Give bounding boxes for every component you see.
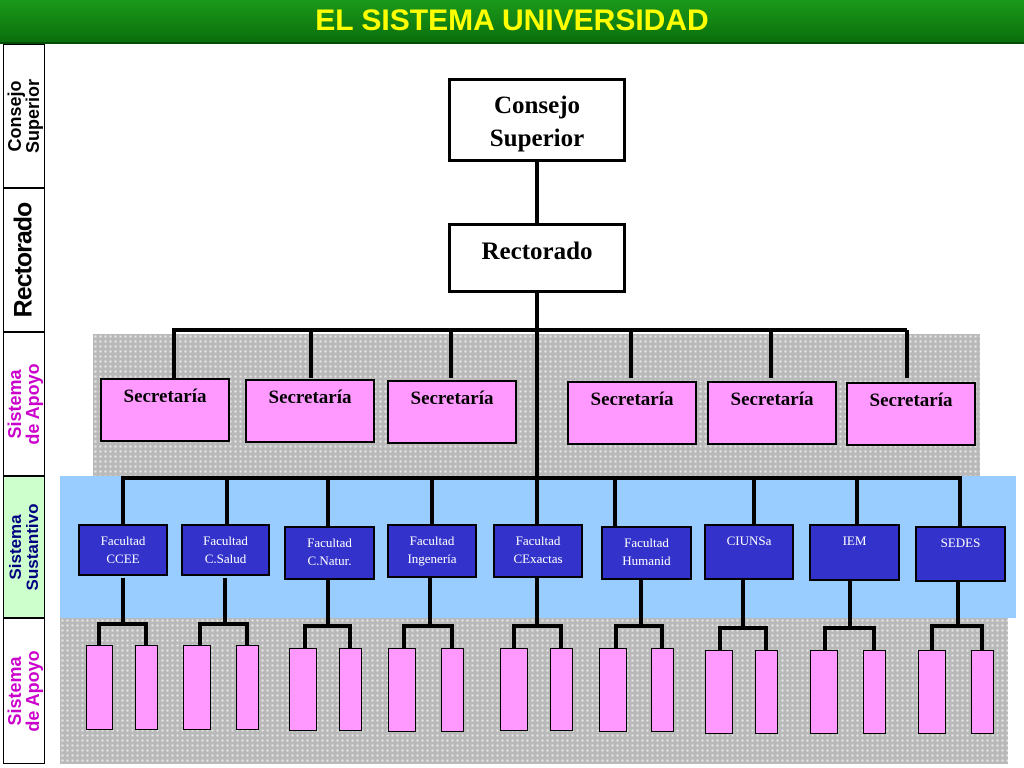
secretaria-box: Secretaría — [100, 378, 230, 442]
apoyo-band-bottom — [60, 618, 1008, 764]
leaf-box — [810, 650, 838, 734]
rectorado-box: Rectorado — [448, 223, 626, 293]
facultad-label-line: SEDES — [940, 535, 981, 550]
consejo-superior-box: Consejo Superior — [448, 78, 626, 162]
side-label-apoyo-top: Sistema de Apoyo — [3, 332, 45, 476]
facultad-box: Facultad Ingenería — [387, 524, 477, 578]
leaf-box — [705, 650, 733, 734]
leaf-box — [918, 650, 946, 734]
leaf-box — [755, 650, 778, 734]
secretaria-box: Secretaría — [846, 382, 976, 446]
facultad-box: IEM — [809, 524, 900, 581]
leaf-box — [651, 648, 674, 732]
leaf-box — [183, 645, 211, 730]
secretaria-box: Secretaría — [567, 381, 697, 445]
facultad-label-line: Ingenería — [407, 551, 457, 566]
facultad-box: Facultad Humanid — [601, 526, 692, 580]
leaf-box — [599, 648, 627, 732]
leaf-box — [388, 648, 416, 732]
leaf-box — [500, 648, 528, 731]
leaf-box — [550, 648, 573, 731]
leaf-box — [236, 645, 259, 730]
side-label-rectorado: Rectorado — [3, 188, 45, 332]
facultad-box: Facultad C.Natur. — [284, 526, 375, 580]
leaf-box — [971, 650, 994, 734]
facultad-box: SEDES — [915, 526, 1006, 582]
secretaria-box: Secretaría — [707, 381, 837, 445]
side-label-consejo: Consejo Superior — [3, 44, 45, 188]
box-label-line: Consejo — [493, 92, 581, 119]
leaf-box — [863, 650, 886, 734]
facultad-label-line: Humanid — [622, 553, 671, 568]
facultad-label-line: C.Salud — [204, 551, 247, 566]
secretaria-box: Secretaría — [245, 379, 375, 443]
facultad-box: CIUNSa — [704, 524, 794, 580]
title-bar — [0, 0, 1024, 44]
facultad-label-line: Facultad — [409, 533, 455, 548]
page-title: EL SISTEMA UNIVERSIDAD — [315, 4, 709, 37]
facultad-label-line: IEM — [842, 533, 867, 548]
leaf-box — [135, 645, 158, 730]
facultad-label-line: Facultad — [624, 535, 669, 550]
facultad-label-line: CIUNSa — [726, 533, 772, 548]
facultad-label-line: CCEE — [106, 551, 140, 566]
leaf-box — [86, 645, 113, 730]
leaf-box — [441, 648, 464, 732]
leaf-box — [339, 648, 362, 731]
facultad-label-line: Facultad — [307, 535, 352, 550]
facultad-label-line: CExactas — [513, 551, 563, 566]
side-label-sustantivo: Sistema Sustantivo — [3, 476, 45, 618]
facultad-box: Facultad CExactas — [493, 524, 583, 578]
facultad-label-line: Facultad — [203, 533, 248, 548]
side-label-apoyo-bottom: Sistema de Apoyo — [3, 618, 45, 764]
facultad-label-line: Facultad — [100, 533, 146, 548]
facultad-label-line: Facultad — [515, 533, 561, 548]
facultad-label-line: C.Natur. — [307, 553, 352, 568]
leaf-box — [289, 648, 317, 731]
facultad-box: Facultad CCEE — [78, 524, 168, 576]
box-label-line: Superior — [489, 125, 585, 152]
secretaria-box: Secretaría — [387, 380, 517, 444]
facultad-box: Facultad C.Salud — [181, 524, 270, 576]
